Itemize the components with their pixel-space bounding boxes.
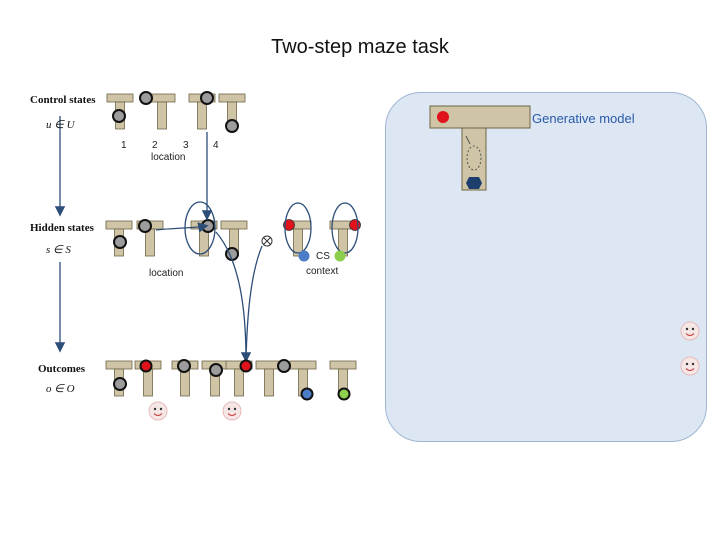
generative-model-panel bbox=[385, 92, 707, 442]
outcome-tokens bbox=[113, 359, 351, 401]
outcome-smiley-icons bbox=[148, 401, 242, 421]
location-number-3: 3 bbox=[183, 140, 189, 151]
control-tokens bbox=[112, 91, 239, 133]
context-red-left bbox=[283, 219, 295, 231]
control-location-label: location bbox=[151, 152, 186, 163]
context-loop-right bbox=[331, 202, 359, 254]
location-transition-arrow bbox=[155, 222, 209, 233]
control-mazes bbox=[106, 93, 246, 130]
cs-green-cue bbox=[334, 250, 346, 262]
gm-red-token bbox=[437, 111, 449, 123]
kronecker-product-icon bbox=[261, 235, 273, 247]
cs-label: CS bbox=[316, 251, 330, 262]
context-label: context bbox=[306, 266, 339, 277]
outcomes-label: Outcomes bbox=[38, 363, 86, 375]
location-to-outcome-arrow bbox=[215, 231, 252, 363]
context-to-outcome-arrow bbox=[245, 245, 263, 361]
cs-blue-cue bbox=[298, 250, 310, 262]
location-number-1: 1 bbox=[121, 140, 127, 151]
gm-pointer bbox=[465, 135, 471, 145]
hidden-location-label: location bbox=[149, 268, 184, 279]
location-number-4: 4 bbox=[213, 140, 219, 151]
context-loop-left bbox=[284, 202, 312, 254]
hidden-states-math: s ∈ S bbox=[46, 244, 71, 256]
outcomes-math: o ∈ O bbox=[46, 383, 75, 395]
hidden-states-label: Hidden states bbox=[30, 222, 94, 234]
location-number-2: 2 bbox=[152, 140, 158, 151]
gm-navy-token bbox=[466, 177, 482, 189]
control-states-math: u ∈ U bbox=[46, 119, 75, 131]
gm-dashed-token bbox=[466, 145, 482, 171]
location-loop bbox=[184, 201, 216, 255]
control-states-label: Control states bbox=[30, 94, 96, 106]
hidden-location-tokens bbox=[113, 219, 239, 261]
generative-model-label: Generative model bbox=[532, 111, 635, 126]
context-red-right bbox=[349, 219, 361, 231]
page-title: Two-step maze task bbox=[271, 36, 449, 58]
gm-smiley-icons bbox=[680, 321, 700, 376]
